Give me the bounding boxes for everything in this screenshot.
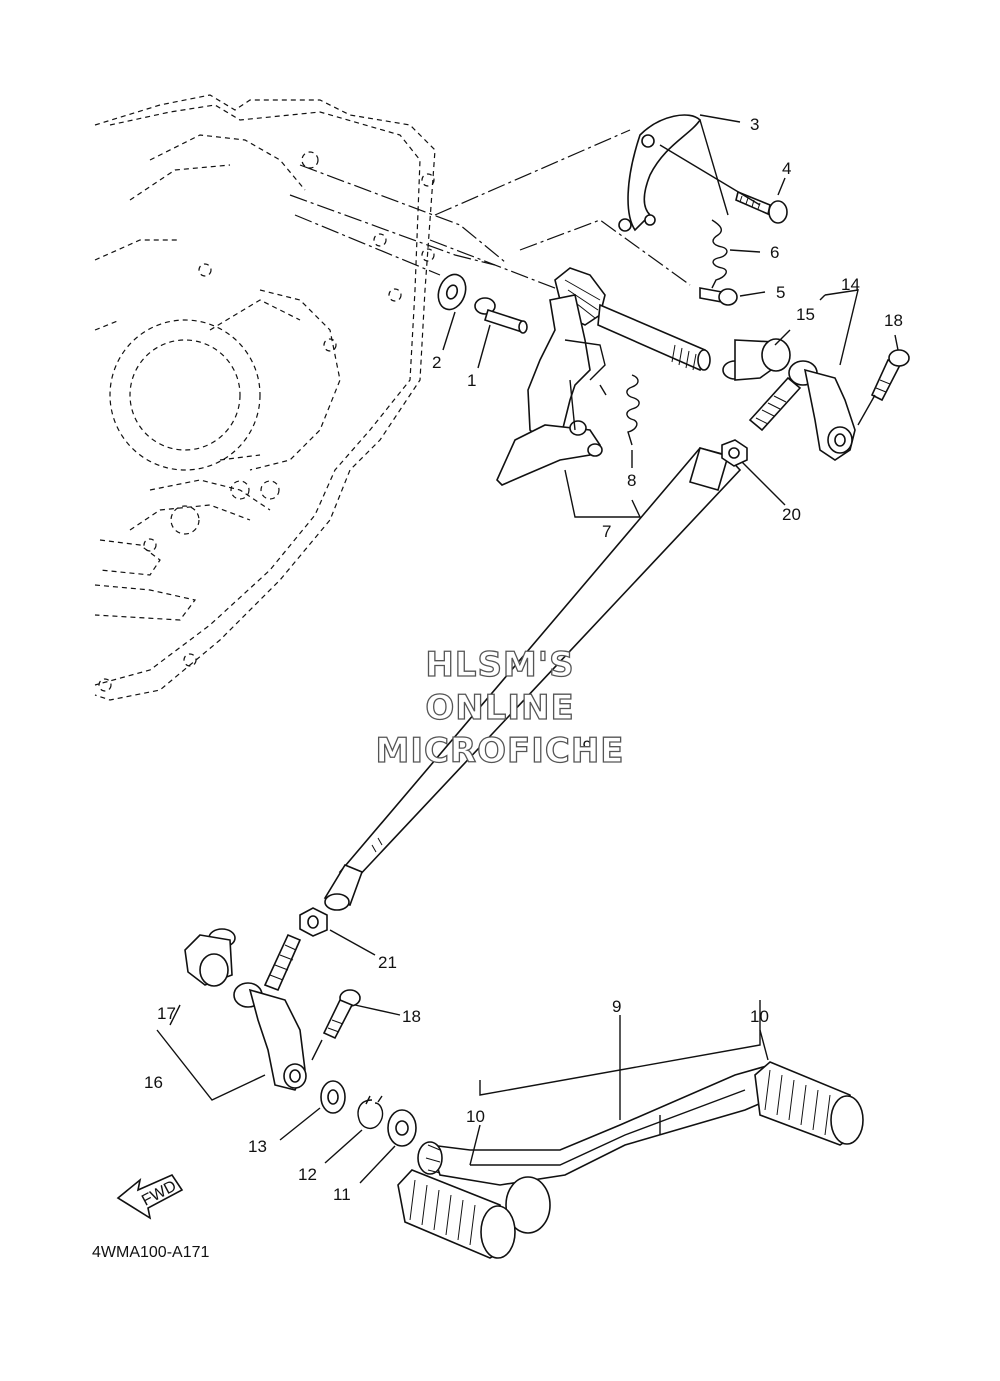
part-10-pedal-rubber-front — [397, 1169, 516, 1259]
callout-4: 4 — [782, 159, 791, 178]
part-7-shift-shaft-assembly — [496, 267, 711, 486]
part-18-bolt-upper — [870, 349, 910, 402]
callout-16: 16 — [144, 1073, 163, 1092]
part-9-shift-pedal — [417, 1064, 792, 1234]
callout-13: 13 — [248, 1137, 267, 1156]
callout-9: 9 — [612, 997, 621, 1016]
watermark-line-3: MICROFICHE — [375, 731, 624, 771]
callout-6: 6 — [770, 243, 779, 262]
part-15-joint — [722, 338, 791, 381]
part-20-nut — [721, 439, 748, 467]
watermark-line-1: HLSM'S — [425, 645, 574, 685]
part-3-shift-guide — [618, 114, 702, 232]
part-14-arm-assembly — [748, 360, 856, 461]
diagram-code: 4WMA100-A171 — [92, 1244, 209, 1261]
callout-14: 14 — [841, 275, 860, 294]
part-12-circlip — [357, 1095, 384, 1129]
part-18-bolt-lower — [322, 989, 361, 1040]
callout-11: 11 — [333, 1185, 351, 1204]
callout-3: 3 — [750, 115, 759, 134]
part-10-pedal-rubber-rear — [754, 1061, 864, 1146]
callout-17: 17 — [157, 1004, 176, 1023]
callout-labels: 3 4 6 5 14 15 18 2 1 8 7 20 19 21 18 17 … — [144, 115, 903, 1204]
part-17-joint — [184, 928, 236, 987]
callout-2: 2 — [432, 353, 441, 372]
part-1-stud-bolt — [474, 297, 528, 334]
fwd-arrow-icon: FWD — [116, 1173, 184, 1220]
callout-18-lower: 18 — [402, 1007, 421, 1026]
callout-15: 15 — [796, 305, 815, 324]
watermark-line-2: ONLINE — [425, 688, 574, 728]
part-21-nut — [299, 907, 328, 937]
part-6-spring — [711, 219, 728, 289]
watermark: HLSM'S ONLINE MICROFICHE — [375, 644, 624, 771]
part-16-arm-assembly — [233, 933, 307, 1091]
callout-10-rear: 10 — [750, 1007, 769, 1026]
callout-21: 21 — [378, 953, 397, 972]
part-13-washer — [320, 1080, 346, 1114]
assembly-lines — [289, 129, 691, 291]
callout-12: 12 — [298, 1165, 317, 1184]
part-2-washer — [437, 273, 467, 311]
leader-lines — [156, 114, 899, 1184]
callout-7: 7 — [602, 522, 611, 541]
callout-8: 8 — [627, 471, 636, 490]
callout-19: 19 — [573, 737, 592, 756]
part-19-shift-rod — [323, 447, 742, 911]
callout-1: 1 — [467, 371, 476, 390]
part-8-spring — [626, 374, 640, 446]
callout-18-upper: 18 — [884, 311, 903, 330]
engine-case — [94, 94, 436, 701]
part-11-washer — [387, 1109, 417, 1147]
part-4-bolt — [735, 190, 788, 224]
callout-5: 5 — [776, 283, 785, 302]
callout-10-front: 10 — [466, 1107, 485, 1126]
part-5-pin — [699, 287, 738, 306]
callout-20: 20 — [782, 505, 801, 524]
